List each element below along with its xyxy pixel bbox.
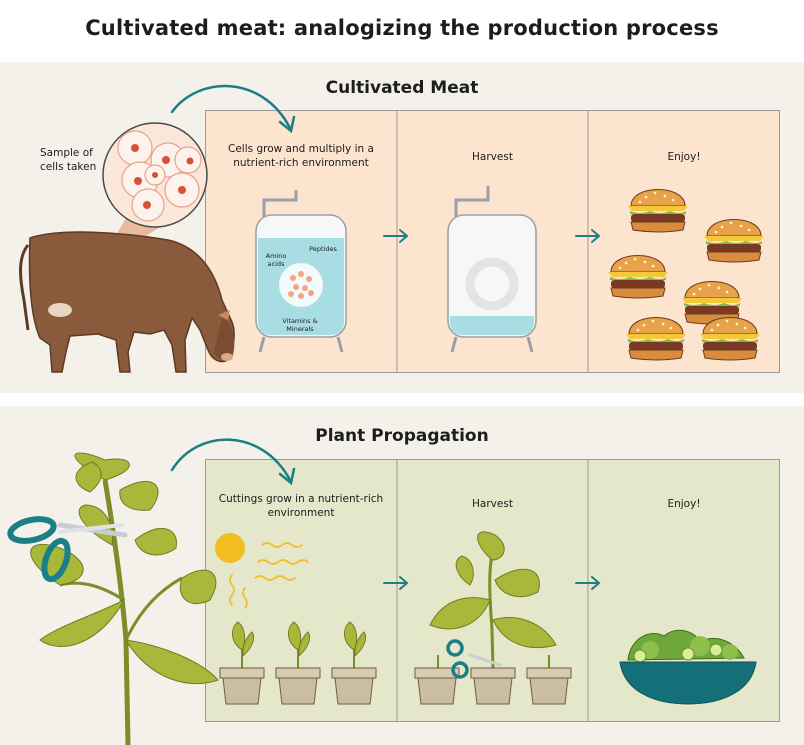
cell-sample-icon: [102, 122, 208, 228]
curved-arrow-icon: [170, 84, 296, 134]
arrow-right-icon: [575, 229, 601, 243]
salad-bowl-icon: [619, 629, 757, 705]
harvest-tank-icon: [447, 186, 537, 353]
arrow-right-icon: [383, 576, 409, 590]
sample-label: Sample of cells taken: [40, 147, 97, 173]
cow-icon: [19, 231, 235, 373]
step-cuttings-label: Cuttings grow in a nutrient-rich environ…: [218, 493, 384, 519]
grown-plant-icon: [429, 531, 557, 669]
plant-pot-icon: [331, 667, 377, 705]
page-title: Cultivated meat: analogizing the product…: [85, 16, 719, 40]
plant-cutting-icon: [30, 452, 219, 745]
step-harvest-label: Harvest: [472, 498, 513, 510]
step-harvest-label: Harvest: [472, 151, 513, 163]
arrow-right-icon: [575, 576, 601, 590]
step-enjoy-label: Enjoy!: [667, 498, 701, 510]
plant-pot-icon: [275, 667, 321, 705]
bioreactor-tank-icon: [255, 190, 347, 353]
arrow-right-icon: [383, 229, 409, 243]
plant-pot-icon: [219, 667, 265, 705]
plant-pot-icon: [526, 667, 572, 705]
plant-propagation-heading: Plant Propagation: [315, 426, 489, 446]
cultivated-meat-heading: Cultivated Meat: [325, 78, 479, 98]
scissors-icon: [7, 516, 128, 583]
scissors-icon: [446, 639, 502, 679]
plant-pot-icon: [470, 667, 516, 705]
sun-icon: [215, 533, 245, 563]
step-grow-label: Cells grow and multiply in a nutrient-ri…: [228, 143, 374, 169]
curved-arrow-icon: [170, 438, 296, 486]
step-enjoy-label: Enjoy!: [667, 151, 701, 163]
vitamins-minerals-label: Vitamins & Minerals: [282, 317, 318, 333]
amino-acids-label: Amino acids: [265, 252, 287, 268]
sunlight-rays-icon: [229, 542, 309, 609]
peptides-label: Peptides: [309, 245, 337, 253]
